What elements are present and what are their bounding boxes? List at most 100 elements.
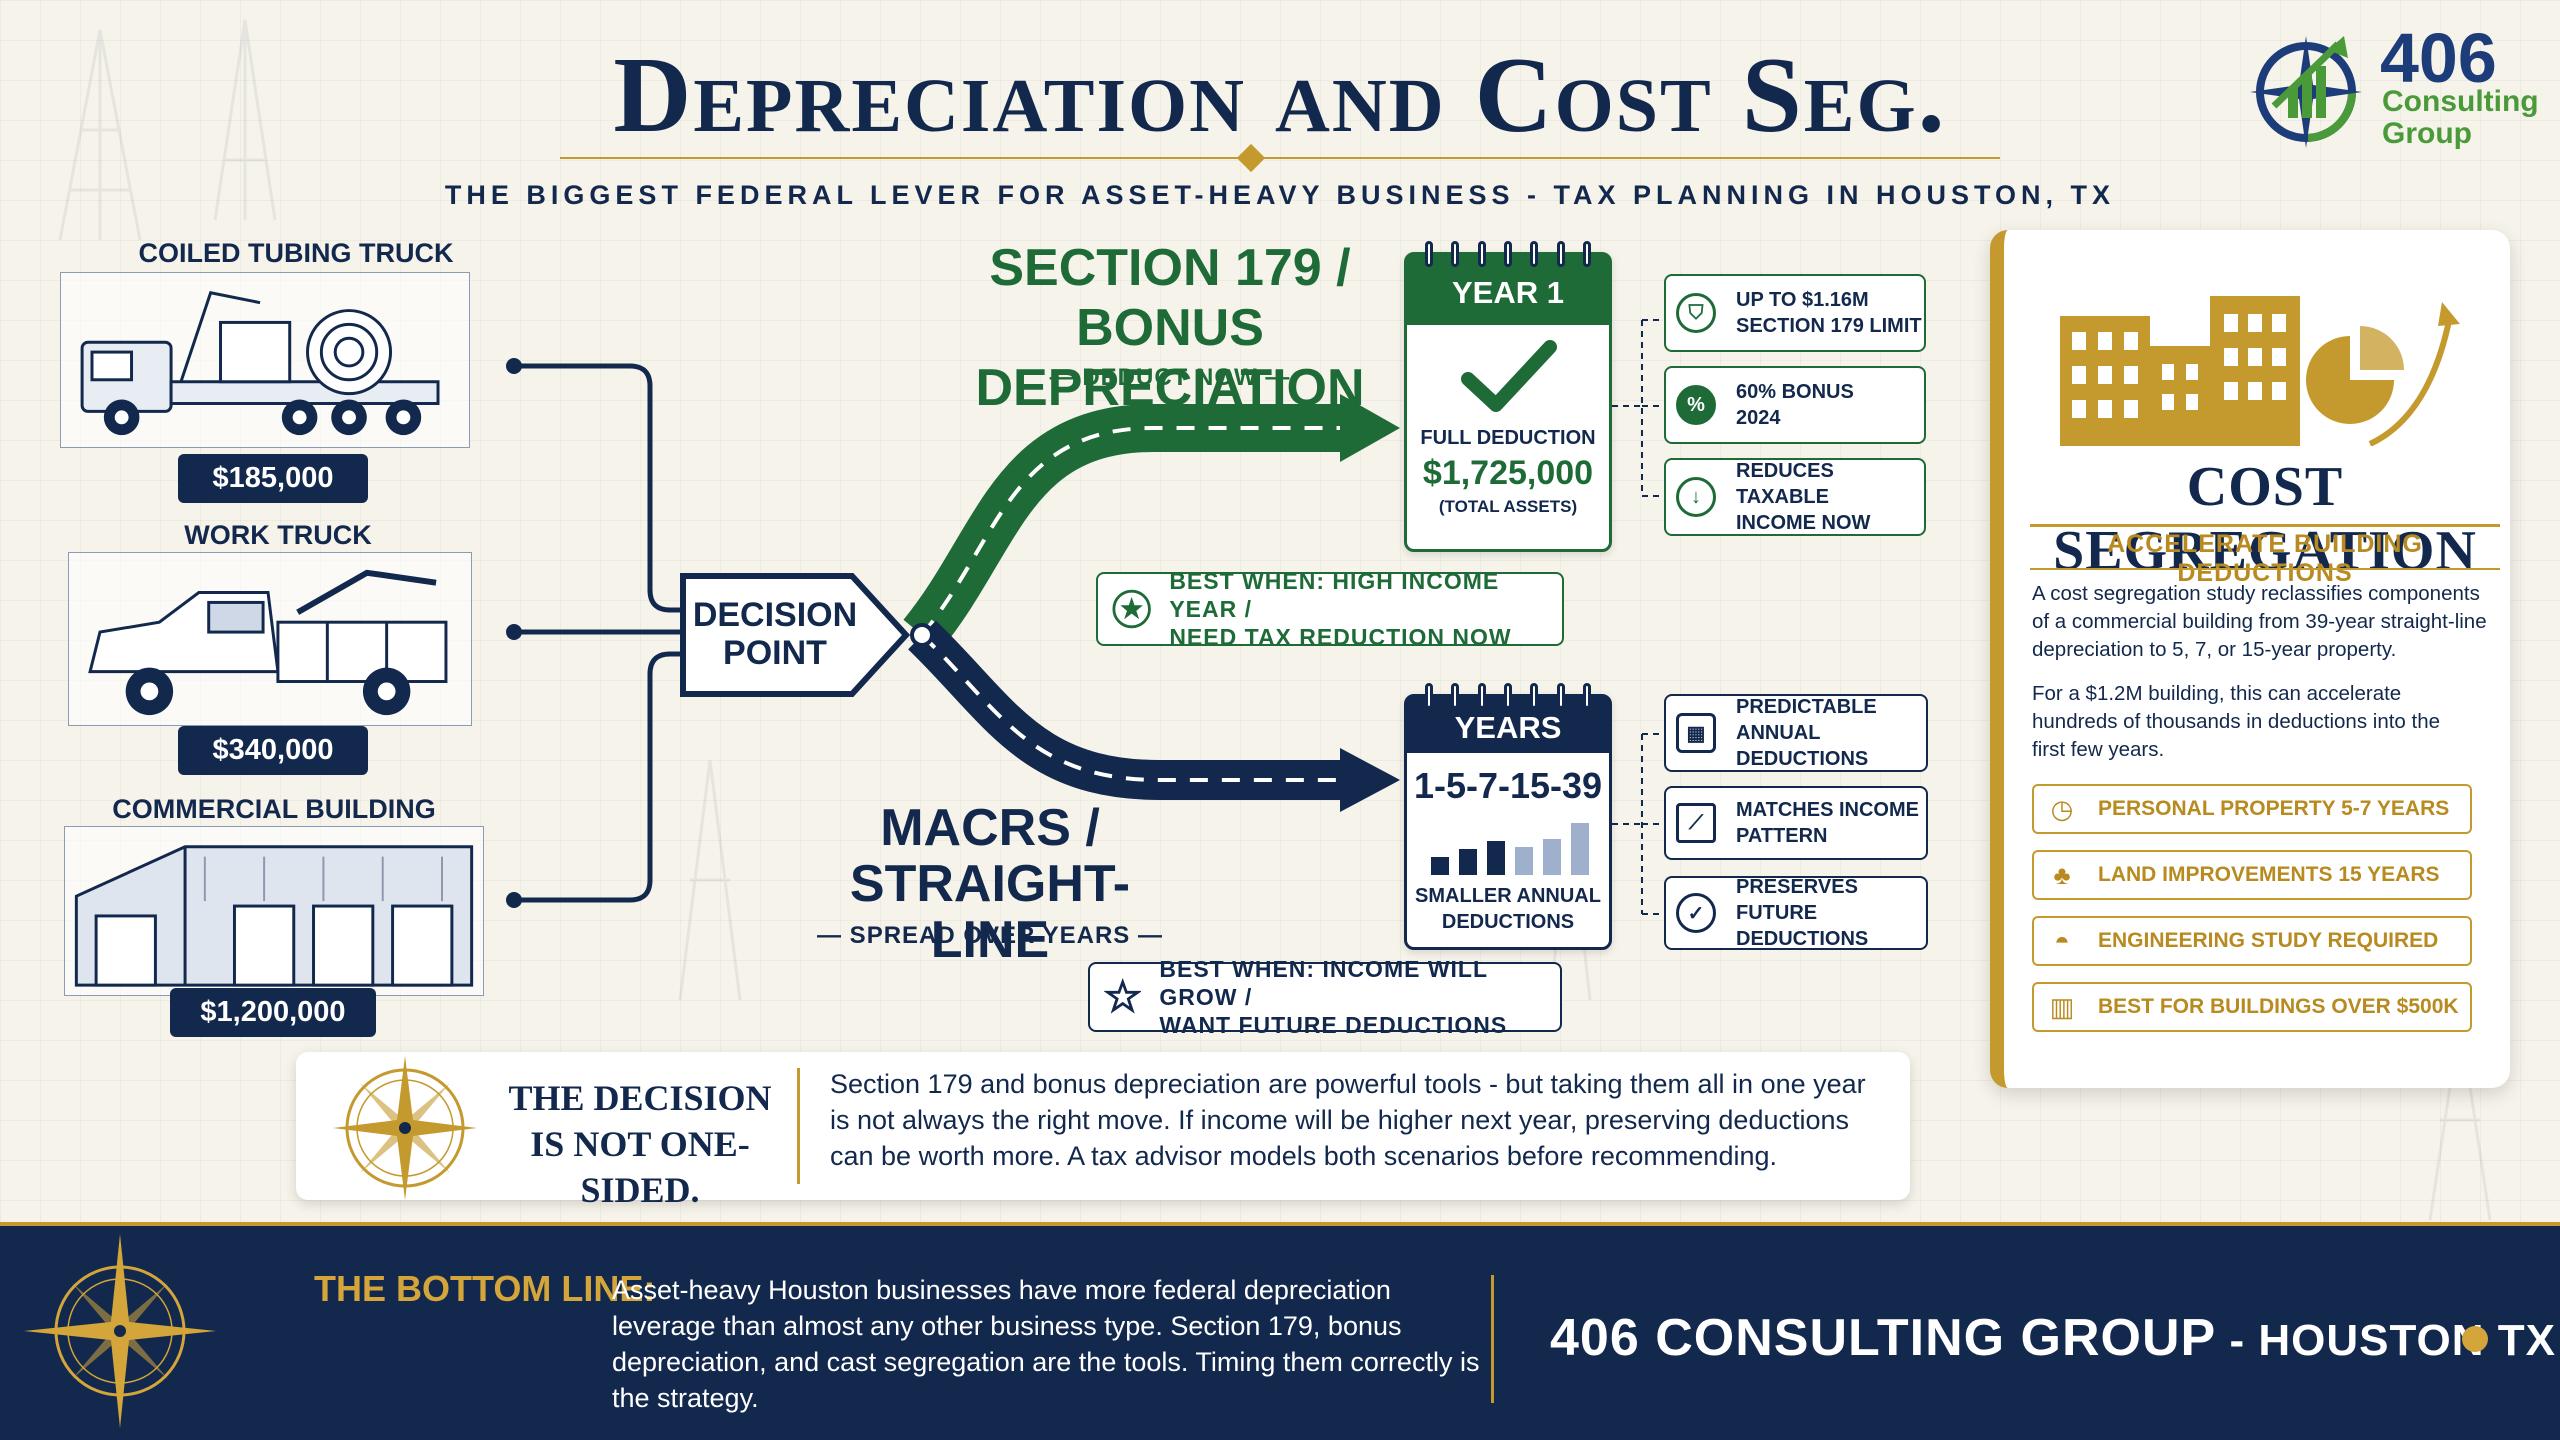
decision-note-body: Section 179 and bonus depreciation are p…	[830, 1069, 1866, 1171]
asset-connector-lines	[506, 358, 700, 908]
decision-point-label: DECISION POINT	[690, 596, 860, 672]
bottom-line-label: THE BOTTOM LINE:	[314, 1268, 656, 1309]
cost-seg-title: COST SEGREGATION	[2053, 456, 2477, 582]
cost-seg-item-label: PERSONAL PROPERTY 5-7 YEARS	[2098, 797, 2450, 820]
footer-brand-name: 406 CONSULTING GROUP	[1550, 1309, 2217, 1367]
note-heading-line-2: IS NOT ONE-SIDED.	[530, 1124, 750, 1210]
feature-line-1: UP TO $1.16M	[1736, 289, 1869, 311]
cost-seg-item-label: LAND IMPROVEMENTS 15 YEARS	[2098, 863, 2440, 886]
feature-line-1: REDUCES TAXABLE	[1736, 460, 1834, 508]
slow-path-best-when: BEST WHEN: INCOME WILL GROW /WANT FUTURE…	[1088, 956, 1562, 1038]
years-calendar: YEARS 1-5-7-15-39 SMALLER ANNUAL DEDUCTI…	[1404, 683, 1612, 950]
fast-path-title-line-1: SECTION 179 /	[989, 239, 1351, 297]
shield-check-icon: ✓	[1676, 893, 1716, 933]
feature-matches-income-pattern: ⟋ MATCHES INCOME PATTERN	[1664, 786, 1928, 860]
work-truck-illustration	[68, 552, 472, 726]
footer-compass-rose-icon	[24, 1234, 216, 1428]
feature-line-2: DEDUCTIONS	[1736, 748, 1869, 770]
decision-note-card	[296, 1052, 1910, 1200]
compass-rose-icon	[333, 1056, 477, 1200]
calendar-grid-icon: ▦	[1676, 713, 1716, 753]
cost-seg-rule-bottom	[2030, 568, 2500, 570]
logo-number: 406	[2380, 19, 2497, 97]
footer-divider	[1491, 1275, 1494, 1403]
feature-line-2: PATTERN	[1736, 825, 1828, 847]
footer-brand: 406 CONSULTING GROUP - HOUSTON TX	[1550, 1308, 2556, 1368]
decision-line-1: DECISION	[692, 596, 858, 634]
feature-line-1: PRESERVES FUTURE	[1736, 876, 1858, 924]
cost-seg-item-best-for-buildings: ▥ BEST FOR BUILDINGS OVER $500K	[2032, 982, 2472, 1032]
logo-line-1: Consulting	[2382, 85, 2539, 118]
note-heading-line-1: THE DECISION	[508, 1078, 772, 1118]
asset-label-work-truck: WORK TRUCK	[184, 520, 372, 550]
cost-seg-item-label: ENGINEERING STUDY REQUIRED	[2098, 929, 2439, 952]
clock-icon: ◷	[2050, 793, 2074, 824]
fast-path-title-line-2: BONUS DEPRECIATION	[975, 299, 1365, 417]
bar-chart-icon	[1431, 823, 1589, 875]
shield-icon: ⛉	[1676, 293, 1716, 333]
caption-line-2: DEDUCTIONS	[1441, 911, 1575, 933]
bottom-line-body: Asset-heavy Houston businesses have more…	[612, 1275, 1480, 1413]
feature-line-2: INCOME NOW	[1736, 512, 1871, 534]
decision-line-2: POINT	[723, 634, 827, 672]
smaller-deductions-label: SMALLER ANNUAL DEDUCTIONS	[1407, 883, 1609, 935]
compass-logo-icon	[2250, 36, 2362, 148]
title-rule	[560, 157, 2000, 159]
calendar-rings	[1425, 683, 1591, 709]
logo-line-2: Group	[2382, 117, 2472, 150]
calendar-rings	[1425, 241, 1591, 267]
total-assets-note: (TOTAL ASSETS)	[1438, 497, 1578, 516]
footer-brand-suffix: - HOUSTON TX	[2216, 1316, 2557, 1365]
caption-line-1: SMALLER ANNUAL	[1415, 885, 1601, 907]
slow-path-arrowhead	[1340, 748, 1400, 812]
full-deduction-value: $1,725,000	[1422, 454, 1594, 492]
tree-icon: ♣	[2053, 859, 2071, 890]
cost-seg-item-label: BEST FOR BUILDINGS OVER $500K	[2098, 995, 2459, 1018]
slow-path-title: MACRS / STRAIGHT-LINE	[800, 800, 1180, 968]
fast-path-arrowhead	[1340, 394, 1400, 462]
footer-dot	[2462, 1326, 2488, 1352]
checkmark-icon	[1461, 340, 1557, 412]
feature-line-2: DEDUCTIONS	[1736, 928, 1869, 950]
page-subtitle: THE BIGGEST FEDERAL LEVER FOR ASSET-HEAV…	[444, 180, 2116, 210]
decision-node	[910, 623, 934, 647]
feature-line-1: MATCHES INCOME	[1736, 799, 1919, 821]
feature-section-179-limit: ⛉ UP TO $1.16M SECTION 179 LIMIT	[1664, 274, 1926, 352]
line-chart-icon: ⟋	[1676, 803, 1716, 843]
star-badge-icon	[1112, 589, 1151, 629]
slow-path-tagline: — SPREAD OVER YEARS —	[817, 922, 1163, 949]
coiled-tubing-truck-illustration	[60, 272, 470, 448]
years-schedule-value: 1-5-7-15-39	[1413, 765, 1603, 806]
feature-line-1: PREDICTABLE ANNUAL	[1736, 696, 1877, 744]
cost-seg-item-personal-property: ◷ PERSONAL PROPERTY 5-7 YEARS	[2032, 784, 2472, 834]
slow-path-title-line-1: MACRS /	[880, 799, 1100, 857]
logo-text: Consulting Group	[2382, 86, 2552, 150]
asset-price-work-truck: $340,000	[178, 726, 368, 775]
building-icon: ▥	[2049, 991, 2075, 1022]
best-when-line-2: WANT FUTURE DEDUCTIONS	[1159, 1012, 1508, 1038]
feature-line-2: SECTION 179 LIMIT	[1736, 315, 1922, 337]
commercial-building-illustration	[64, 826, 484, 996]
cost-seg-item-engineering-study: ◓ ENGINEERING STUDY REQUIRED	[2032, 916, 2472, 966]
star-outline-icon	[1104, 977, 1142, 1014]
best-when-line-2: NEED TAX REDUCTION NOW	[1169, 624, 1512, 650]
asset-label-commercial-building: COMMERCIAL BUILDING	[112, 794, 436, 824]
asset-price-commercial-building: $1,200,000	[170, 988, 376, 1037]
note-divider	[797, 1068, 800, 1184]
fast-path-best-when: BEST WHEN: HIGH INCOME YEAR /NEED TAX RE…	[1096, 568, 1564, 650]
feature-line-2: 2024	[1736, 407, 1781, 429]
slow-feature-connectors	[1612, 733, 1664, 915]
fast-feature-connectors	[1612, 319, 1664, 497]
fast-path-title: SECTION 179 / BONUS DEPRECIATION	[880, 238, 1460, 418]
building-growth-icon	[2060, 296, 2460, 446]
best-when-line-1: BEST WHEN: INCOME WILL GROW /	[1159, 956, 1488, 1010]
cost-seg-item-land-improvements: ♣ LAND IMPROVEMENTS 15 YEARS	[2032, 850, 2472, 900]
fast-path-tagline: — DEDUCT NOW —	[1049, 364, 1291, 391]
footer-bar	[0, 1222, 2560, 1440]
percent-badge-icon: %	[1676, 385, 1716, 425]
decision-point-shape	[680, 573, 910, 697]
cost-seg-paragraph-1: A cost segregation study reclassifies co…	[2032, 582, 2487, 661]
asset-price-coiled-tubing-truck: $185,000	[178, 454, 368, 503]
